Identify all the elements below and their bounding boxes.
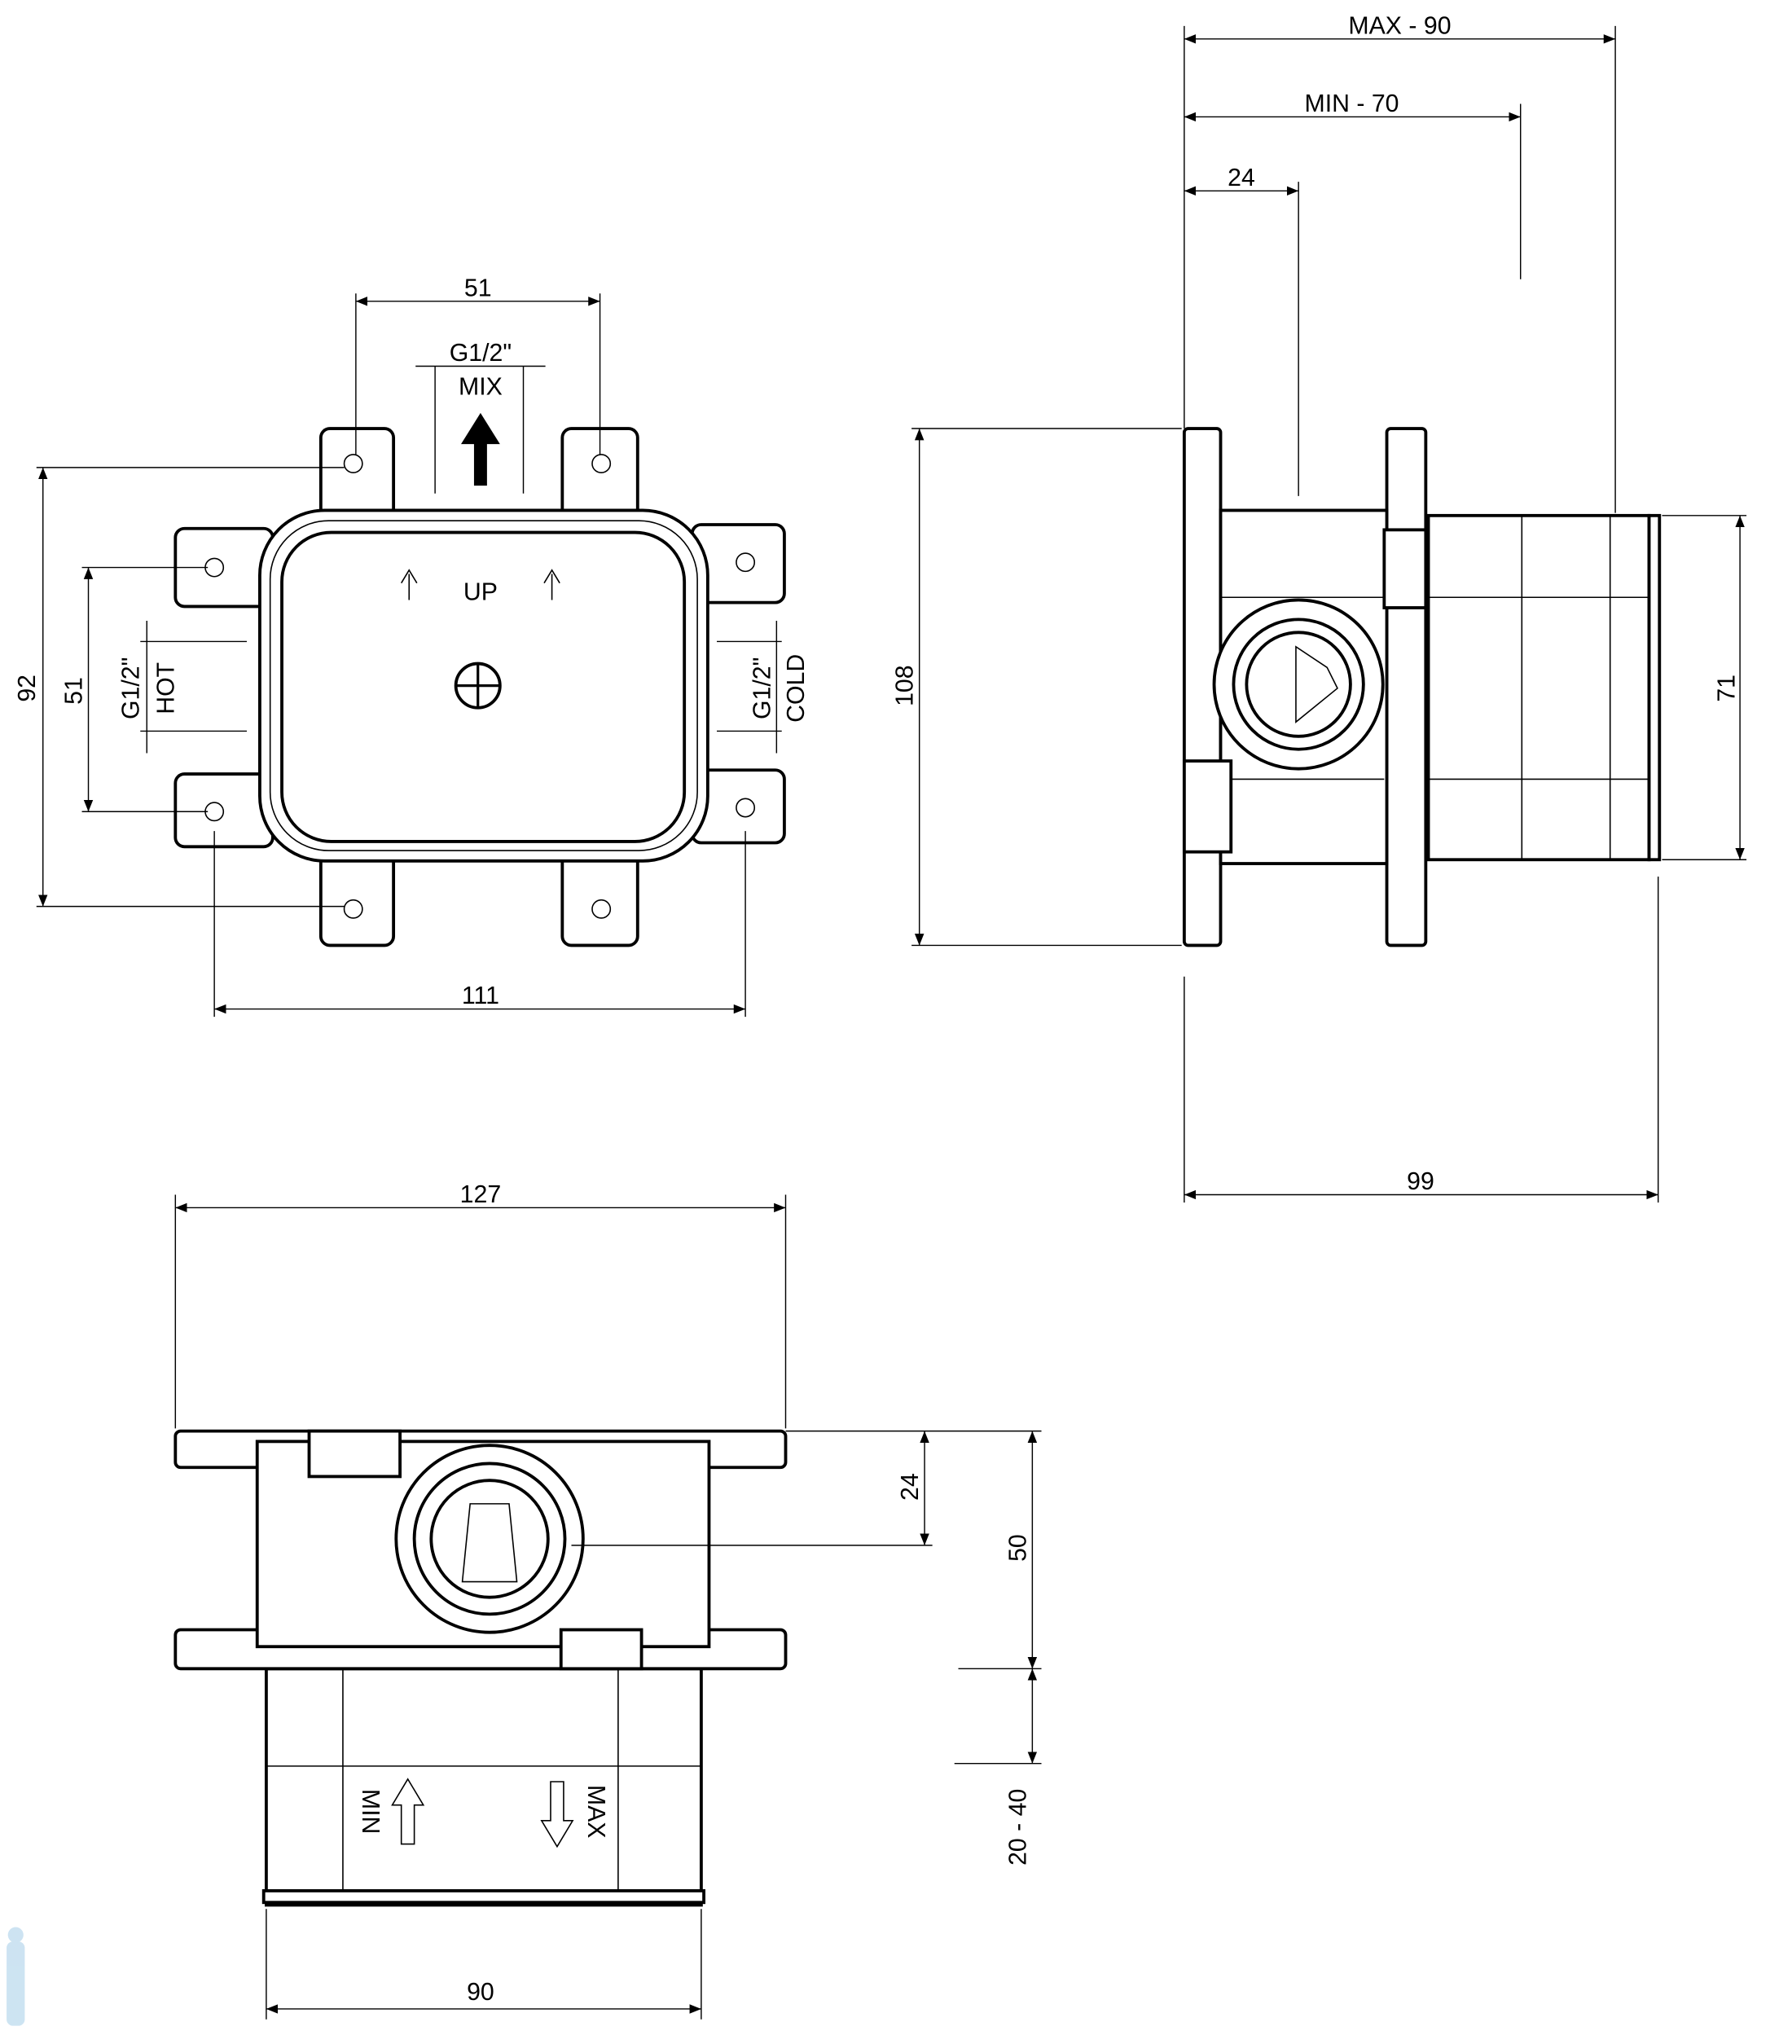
dim-width-top: 51 [464,275,492,301]
inlet-port [394,1444,585,1634]
bottom-view: MIN MAX 127 24 50 20 - 40 90 [173,1181,1042,2020]
cold-thread-label: G1/2" [749,657,775,719]
cold-label: COLD [783,654,810,723]
dim-sleeve-height: 71 [1714,675,1741,702]
min-arrow-icon [391,1778,425,1845]
min-label: MIN [357,1789,384,1834]
dim-height-inner: 51 [61,677,88,705]
side-view: MAX - 90 MIN - 70 24 108 71 99 [892,12,1747,1203]
watermark-logo [7,1927,25,2026]
max-arrow-icon [540,1781,574,1848]
dim-max-depth: MAX - 90 [1348,12,1451,39]
dim-min-depth: MIN - 70 [1304,90,1399,117]
dim-width-total: 127 [460,1181,502,1208]
max-label: MAX [582,1785,609,1839]
hot-thread-label: G1/2" [118,657,145,719]
front-view: 51 G1/2" MIX UP 92 51 G1/2" HOT G1/2" CO… [14,275,810,1018]
dim-height: 108 [892,665,919,706]
mounting-holes [204,454,756,919]
up-label: UP [463,578,498,605]
dim-port-offset: 24 [897,1473,924,1501]
center-cross-icon [454,662,502,710]
dim-width-total: 111 [462,982,499,1009]
sleeve [1426,513,1651,862]
hot-label: HOT [153,662,180,714]
dim-sleeve-width: 90 [467,1979,494,2006]
dim-body-height: 50 [1004,1534,1031,1562]
mix-label: MIX [459,374,503,401]
dim-total-depth: 99 [1407,1168,1434,1195]
mix-arrow-icon [461,412,500,486]
inlet-port [1212,598,1385,771]
dim-height-total: 92 [14,675,41,702]
mix-thread-label: G1/2" [450,340,512,367]
up-arrow-icon [543,569,560,600]
up-arrow-icon [400,569,418,600]
dim-extension-range: 20 - 40 [1004,1789,1031,1866]
dim-port-offset: 24 [1228,165,1255,191]
